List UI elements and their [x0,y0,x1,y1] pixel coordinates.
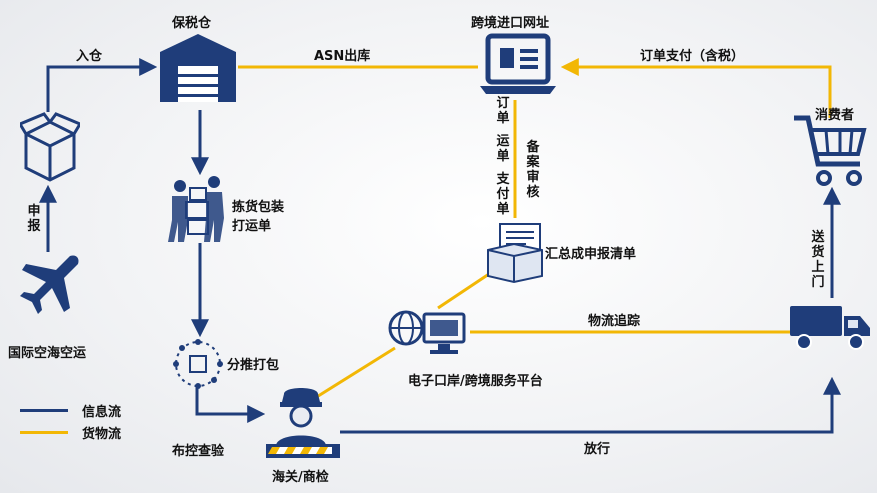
workers-boxes-icon [168,176,224,242]
label-summary-declaration: 汇总成申报清单 [545,247,637,262]
label-customs: 海关/商检 [272,470,329,485]
legend-info-label: 信息流 [82,405,122,420]
line-order-payment [560,58,832,118]
label-bonded-warehouse: 保税仓 [172,16,212,31]
legend-goods-line [20,431,68,434]
box-icon [20,112,80,182]
label-international-transport: 国际空海空运 [8,346,87,361]
document-box-icon [487,223,543,284]
label-order-doc-1: 订单 [496,96,510,126]
label-order-doc-3: 支付单 [496,172,510,217]
label-delivery: 送货上门 [811,230,825,290]
label-e-port-platform: 电子口岸/跨境服务平台 [408,374,543,389]
label-cross-border-site: 跨境进口网址 [471,16,550,31]
laptop-icon [480,33,556,94]
label-sorting-packing: 分推打包 [227,358,280,373]
line-platform-summary [437,270,493,310]
customs-officer-icon [266,388,340,458]
label-logistics-tracking: 物流追踪 [588,314,641,329]
globe-computer-icon [388,310,466,354]
label-filing-review: 备案审核 [526,140,540,200]
legend-info-line [20,409,68,412]
line-customs-platform [314,346,396,400]
label-into-warehouse: 入仓 [76,49,103,64]
legend-goods-label: 货物流 [82,427,122,442]
shopping-cart-icon [794,115,867,186]
line-sorting-control [195,388,266,423]
info-flow-lines [39,58,841,434]
label-order-payment: 订单支付（含税） [640,49,745,64]
label-declare: 申报 [27,204,41,234]
label-consumer: 消费者 [815,108,855,123]
sorting-icon [173,339,223,389]
goods-flow-lines [238,58,832,400]
line-release [340,376,841,434]
label-release: 放行 [584,442,611,457]
label-picking-packing: 拣货包装 打运单 [232,200,285,234]
warehouse-icon [160,34,236,102]
airplane-icon [20,255,79,314]
line-into-warehouse [46,58,158,112]
label-control-inspection: 布控查验 [172,444,225,459]
label-order-doc-2: 运单 [496,134,510,164]
truck-icon [790,306,870,350]
label-asn-out: ASN出库 [314,49,371,64]
